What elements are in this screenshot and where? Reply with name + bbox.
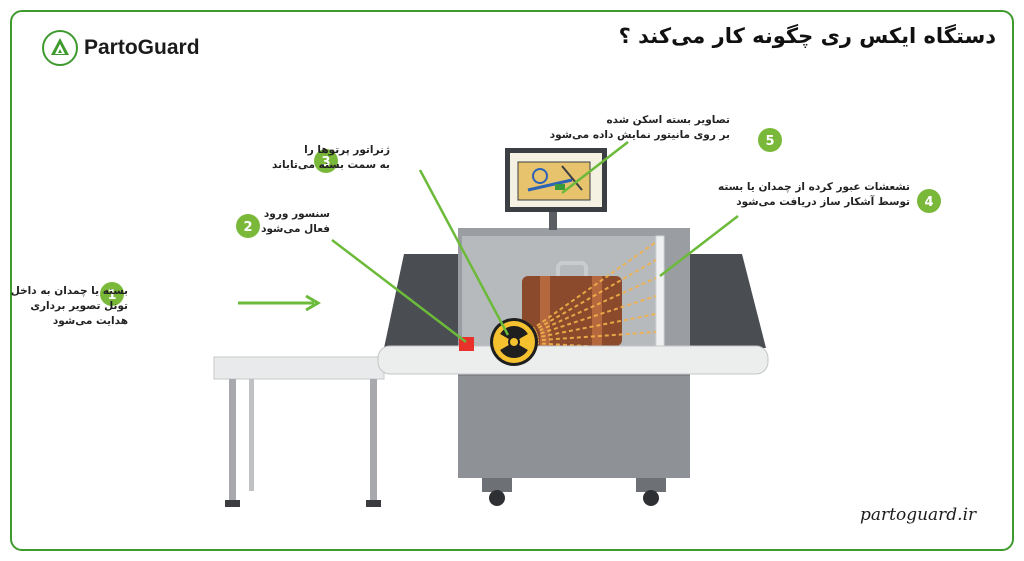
conveyor-belt xyxy=(377,345,769,375)
connector-lines xyxy=(331,141,739,343)
step-1-label: بسته یا چمدان به داخل تونل تصویر برداری … xyxy=(10,285,128,327)
radiation-icon xyxy=(490,318,538,366)
website-url: partoguard.ir xyxy=(860,505,977,525)
page-title: دستگاه ایکس ری چگونه کار می‌کند ؟ xyxy=(618,24,996,48)
logo-icon xyxy=(42,30,78,66)
suitcase xyxy=(522,261,622,346)
step-number-3: 3 xyxy=(321,155,330,170)
step-number-5: 5 xyxy=(765,134,774,149)
step-number-1: 1 xyxy=(107,288,116,303)
step-badge-5: 5 xyxy=(758,128,782,152)
detector-panel xyxy=(655,235,665,353)
brand-logo: PartoGuard xyxy=(42,30,200,66)
step-badge-4: 4 xyxy=(917,189,941,213)
brand-name: PartoGuard xyxy=(84,36,200,59)
machine-entry-flap xyxy=(384,254,458,348)
machine-base xyxy=(458,374,690,478)
side-table xyxy=(213,356,385,507)
step-4-label: تشعشات عبور کرده از چمدان یا بسته توسط آ… xyxy=(717,181,910,208)
step-badge-2: 2 xyxy=(236,214,260,238)
step-badge-3: 3 xyxy=(314,149,338,173)
step-badges: 1 2 3 4 5 xyxy=(100,128,941,306)
step-5-label: تصاویر بسته اسکن شده بر روی مانیتور نمای… xyxy=(549,114,730,141)
machine-exit-flap xyxy=(690,254,766,348)
step-2-label: سنسور ورود فعال می‌شود xyxy=(261,208,330,235)
monitor xyxy=(505,148,607,230)
machine-wheels xyxy=(482,478,666,506)
page-frame xyxy=(10,10,1014,551)
step-number-2: 2 xyxy=(243,220,252,235)
arrow-right-icon xyxy=(238,294,321,312)
step-3-label: ژنراتور پرتوها را به سمت بسته می‌تاباند xyxy=(272,144,390,171)
step-number-4: 4 xyxy=(924,195,933,210)
step-badge-1: 1 xyxy=(100,282,124,306)
